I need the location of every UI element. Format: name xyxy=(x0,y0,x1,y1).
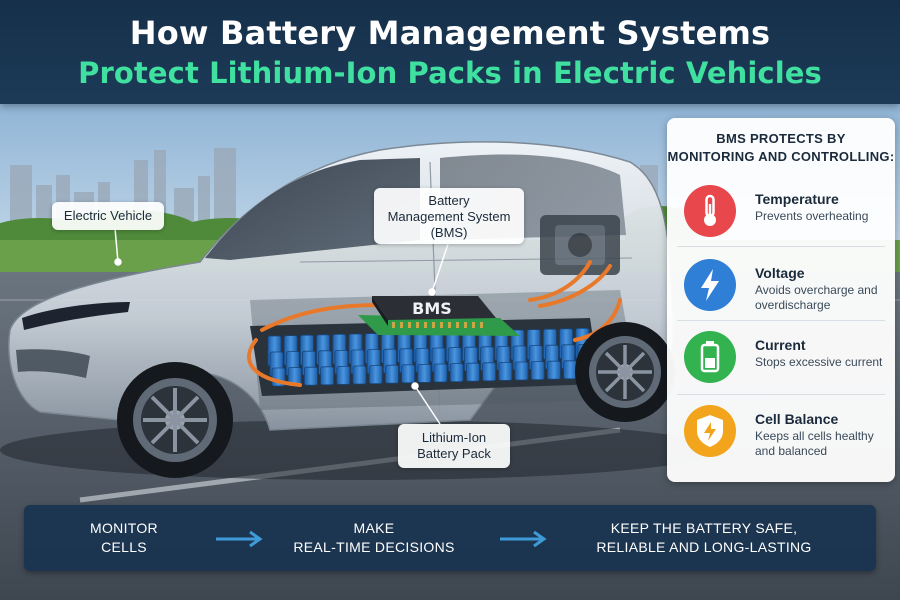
battery-cell xyxy=(498,361,513,381)
callout-electric-vehicle: Electric Vehicle xyxy=(52,202,164,230)
bms-chip-label: BMS xyxy=(412,299,452,318)
battery-cell xyxy=(352,365,367,385)
bms-protections-panel: BMS PROTECTS BY MONITORING AND CONTROLLI… xyxy=(667,118,895,482)
callout-pack-line-1: Lithium-Ion xyxy=(421,430,487,445)
front-wheel xyxy=(117,362,233,478)
callout-leaders xyxy=(114,227,449,425)
thermometer-icon xyxy=(683,184,737,238)
battery-cell xyxy=(336,365,351,385)
panel-heading-line-1: BMS PROTECTS BY xyxy=(716,131,846,146)
step-line: MONITOR xyxy=(90,520,158,536)
battery-cell xyxy=(465,362,480,382)
battery-cell xyxy=(401,364,416,384)
protection-item-voltage: Voltage Avoids overcharge and overdischa… xyxy=(667,252,895,324)
step-line: RELIABLE AND LONG-LASTING xyxy=(596,539,812,555)
battery-cells xyxy=(267,327,594,387)
divider xyxy=(677,246,885,247)
battery-cell xyxy=(368,365,383,385)
step-line: MAKE xyxy=(353,520,395,536)
bms-module xyxy=(358,296,520,336)
headlight xyxy=(22,302,130,330)
step-keep-battery-safe: KEEP THE BATTERY SAFE, RELIABLE AND LONG… xyxy=(564,519,844,557)
battery-icon xyxy=(683,330,737,384)
protection-desc: Avoids overcharge and overdischarge xyxy=(755,283,878,312)
protection-title: Cell Balance xyxy=(755,411,839,427)
callout-bms-line-3: (BMS) xyxy=(430,225,468,240)
battery-cell xyxy=(303,366,318,386)
panel-heading: BMS PROTECTS BY MONITORING AND CONTROLLI… xyxy=(667,130,895,166)
callout-bms: Battery Management System (BMS) xyxy=(374,188,524,244)
arrow-right-icon xyxy=(216,530,263,548)
header-banner: How Battery Management Systems Protect L… xyxy=(0,0,900,104)
car-window xyxy=(205,158,420,260)
battery-cell xyxy=(514,361,529,381)
arrow-right-icon xyxy=(500,530,547,548)
callout-battery-pack: Lithium-Ion Battery Pack xyxy=(398,424,510,468)
battery-cell xyxy=(320,366,335,386)
step-line: KEEP THE BATTERY SAFE, xyxy=(610,520,798,536)
protection-desc: Stops excessive current xyxy=(755,355,883,369)
callout-pack-line-2: Battery Pack xyxy=(417,446,491,461)
panel-heading-line-2: MONITORING AND CONTROLLING: xyxy=(667,149,895,164)
hv-wiring xyxy=(247,260,622,387)
protection-item-temperature: Temperature Prevents overheating xyxy=(667,178,895,250)
protection-item-current: Current Stops excessive current xyxy=(667,324,895,396)
protection-desc: Keeps all cells healthy and balanced xyxy=(755,429,874,458)
battery-cell xyxy=(417,363,432,383)
battery-cell xyxy=(384,364,399,384)
protection-title: Current xyxy=(755,337,806,353)
battery-cell xyxy=(530,361,545,381)
process-bar: MONITOR CELLS MAKE REAL-TIME DECISIONS K… xyxy=(24,505,876,571)
battery-cell xyxy=(433,363,448,383)
lightning-icon xyxy=(683,258,737,312)
battery-cell xyxy=(547,360,561,380)
callout-electric-vehicle-text: Electric Vehicle xyxy=(63,208,153,223)
callout-bms-line-1: Battery xyxy=(428,193,470,208)
divider xyxy=(677,320,885,321)
protection-title: Temperature xyxy=(755,191,839,207)
battery-cell xyxy=(449,363,464,383)
protection-desc: Prevents overheating xyxy=(755,209,869,223)
step-line: CELLS xyxy=(101,539,147,555)
protection-title: Voltage xyxy=(755,265,805,281)
battery-cell xyxy=(563,360,577,380)
protection-item-cell-balance: Cell Balance Keeps all cells healthy and… xyxy=(667,398,895,470)
shield-icon xyxy=(683,404,737,458)
step-monitor-cells: MONITOR CELLS xyxy=(64,519,184,557)
battery-cell xyxy=(482,362,497,382)
step-line: REAL-TIME DECISIONS xyxy=(293,539,455,555)
divider xyxy=(677,394,885,395)
callout-bms-line-2: Management System xyxy=(387,209,511,224)
step-real-time-decisions: MAKE REAL-TIME DECISIONS xyxy=(274,519,474,557)
title-line-1: How Battery Management Systems xyxy=(129,14,771,52)
motor-assembly xyxy=(540,215,620,275)
title-line-2: Protect Lithium-Ion Packs in Electric Ve… xyxy=(78,56,822,90)
rear-wheel xyxy=(575,322,675,422)
